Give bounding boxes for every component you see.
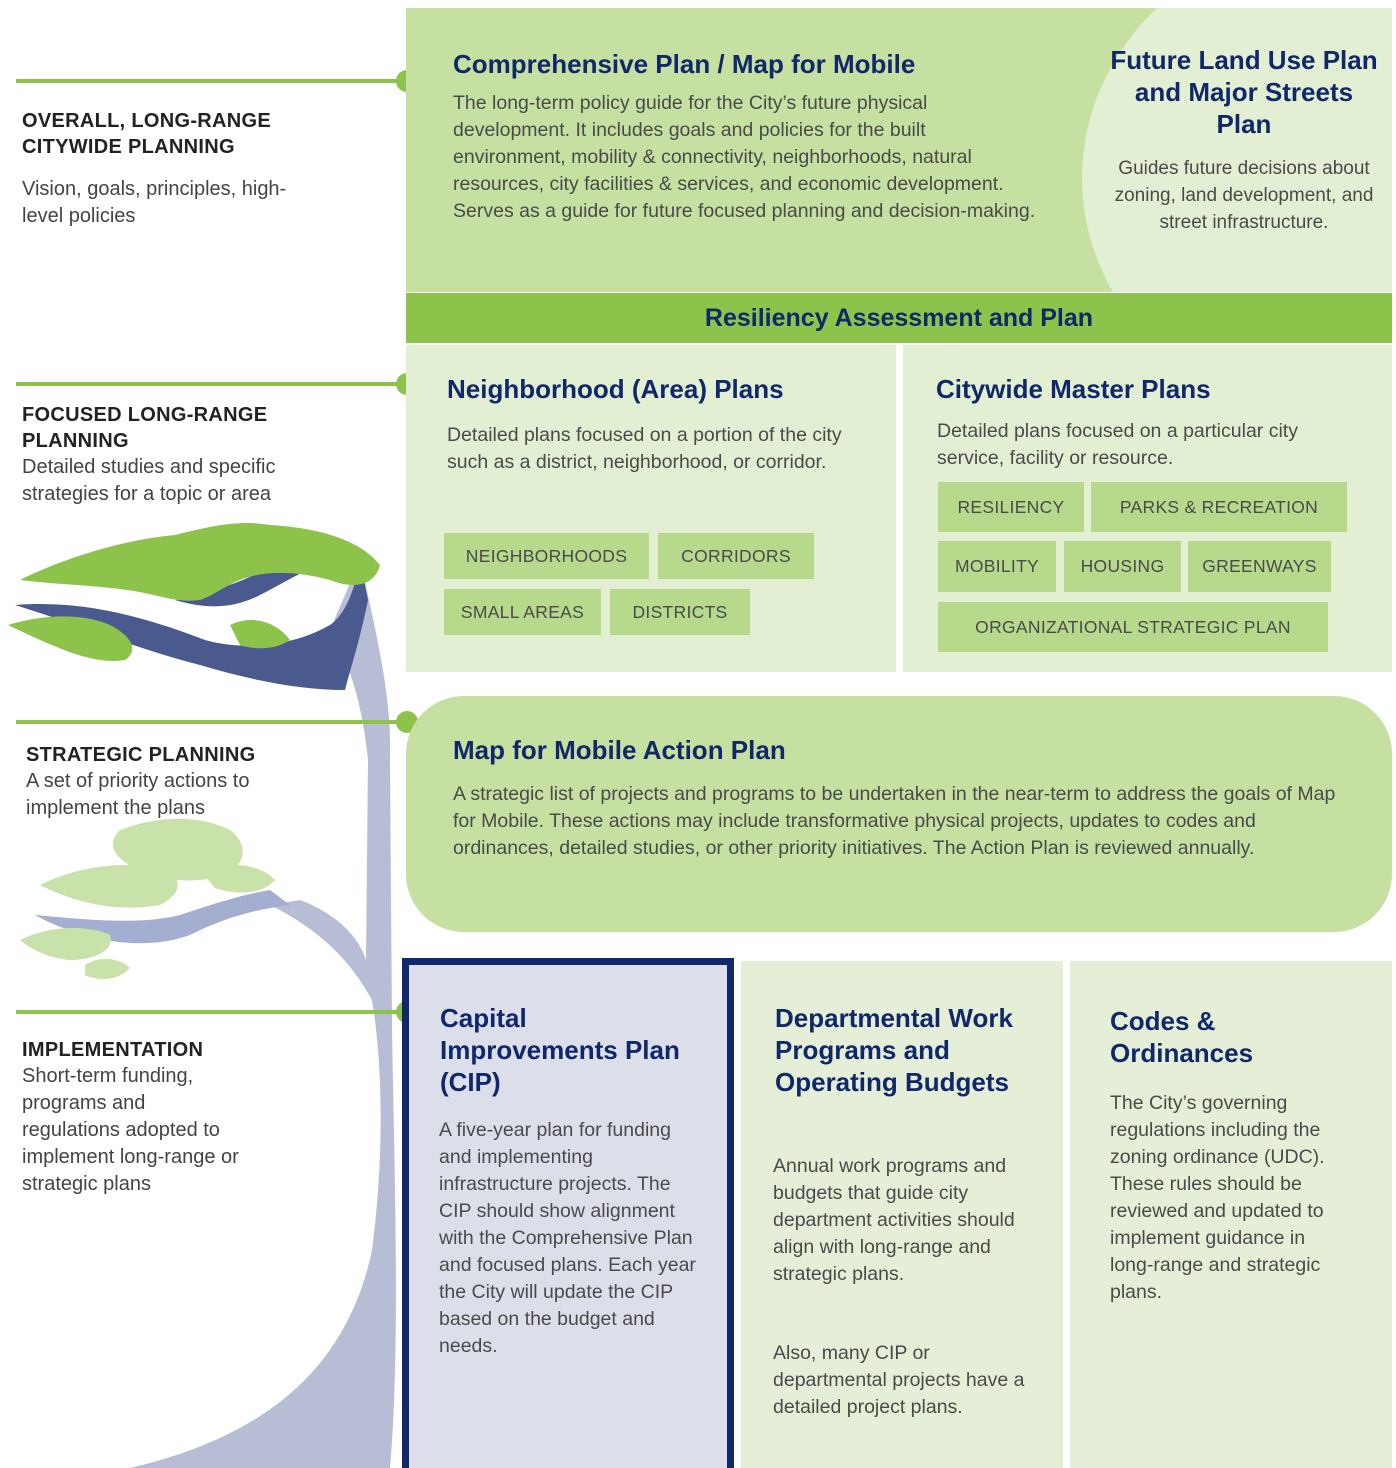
level-4-connector (16, 1010, 408, 1014)
cip-panel (402, 958, 734, 1468)
level-1-connector (16, 79, 408, 83)
comprehensive-plan-title: Comprehensive Plan / Map for Mobile (453, 49, 916, 79)
neighborhood-plans-body: Detailed plans focused on a portion of t… (447, 424, 842, 473)
level-2-connector (16, 382, 408, 386)
level-3-title: STRATEGIC PLANNING (26, 744, 256, 766)
level-3-connector (16, 720, 408, 724)
action-plan-title: Map for Mobile Action Plan (453, 735, 786, 765)
level-1-desc: Vision, goals, principles, high-level po… (22, 178, 287, 227)
tag-parks-recreation: PARKS & RECREATION (1091, 482, 1347, 532)
future-land-use-body: Guides future decisions about zoning, la… (1114, 158, 1374, 233)
upper-foliage (20, 523, 380, 601)
upper-foliage-2 (8, 616, 133, 661)
cip-body: A five-year plan for funding and impleme… (439, 1119, 696, 1357)
action-plan-body: A strategic list of projects and program… (453, 783, 1336, 859)
codes-panel (1070, 961, 1392, 1468)
departmental-panel (741, 961, 1063, 1468)
departmental-title: Departmental Work Programs and Operating… (775, 1003, 1013, 1097)
departmental-body-1: Annual work programs and budgets that gu… (773, 1155, 1015, 1285)
lower-foliage-4 (200, 864, 275, 893)
action-plan-panel (406, 696, 1392, 932)
future-land-use-circle (1082, 8, 1392, 292)
level-1-title: OVERALL, LONG-RANGE CITYWIDE PLANNING (22, 110, 272, 158)
tag-organizational-strategic-plan: ORGANIZATIONAL STRATEGIC PLAN (938, 602, 1328, 652)
lower-foliage-5 (85, 958, 130, 980)
upper-foliage-3 (230, 620, 290, 649)
tag-housing: HOUSING (1064, 541, 1181, 592)
citywide-master-plans-title: Citywide Master Plans (936, 374, 1211, 404)
resiliency-bar (406, 293, 1392, 343)
tag-small-areas: SMALL AREAS (444, 589, 601, 635)
tag-neighborhoods: NEIGHBORHOODS (444, 533, 649, 579)
upper-branch (15, 560, 368, 690)
lower-foliage-2 (40, 865, 178, 908)
cip-title: Capital Improvements Plan (CIP) (440, 1003, 680, 1097)
comprehensive-plan-body: The long-term policy guide for the City’… (453, 92, 1036, 222)
neighborhood-plans-title: Neighborhood (Area) Plans (447, 374, 784, 404)
level-4-desc: Short-term funding, programs and regulat… (22, 1065, 239, 1195)
tag-mobility: MOBILITY (938, 541, 1056, 592)
future-land-use-title: Future Land Use Plan and Major Streets P… (1110, 45, 1378, 139)
resiliency-bar-label: Resiliency Assessment and Plan (704, 304, 1094, 332)
level-2-title: FOCUSED LONG-RANGE PLANNING (22, 404, 268, 452)
level-3-desc: A set of priority actions to implement t… (26, 770, 250, 819)
tree-illustration (8, 523, 396, 1468)
comprehensive-plan-panel (406, 8, 1392, 292)
departmental-body-2: Also, many CIP or departmental projects … (773, 1342, 1025, 1418)
codes-title: Codes & Ordinances (1110, 1006, 1254, 1068)
tag-greenways: GREENWAYS (1188, 541, 1331, 592)
lower-branch (35, 890, 290, 944)
lower-foliage-3 (20, 928, 111, 960)
level-4-title: IMPLEMENTATION (22, 1039, 204, 1061)
tag-corridors: CORRIDORS (658, 533, 814, 579)
tag-districts: DISTRICTS (610, 589, 750, 635)
citywide-master-plans-body: Detailed plans focused on a particular c… (937, 420, 1298, 469)
codes-body: The City’s governing regulations includi… (1110, 1092, 1325, 1303)
tag-resiliency: RESILIENCY (938, 482, 1084, 532)
level-2-desc: Detailed studies and specific strategies… (22, 456, 276, 505)
tree-trunk (130, 560, 396, 1468)
lower-foliage (112, 818, 243, 881)
